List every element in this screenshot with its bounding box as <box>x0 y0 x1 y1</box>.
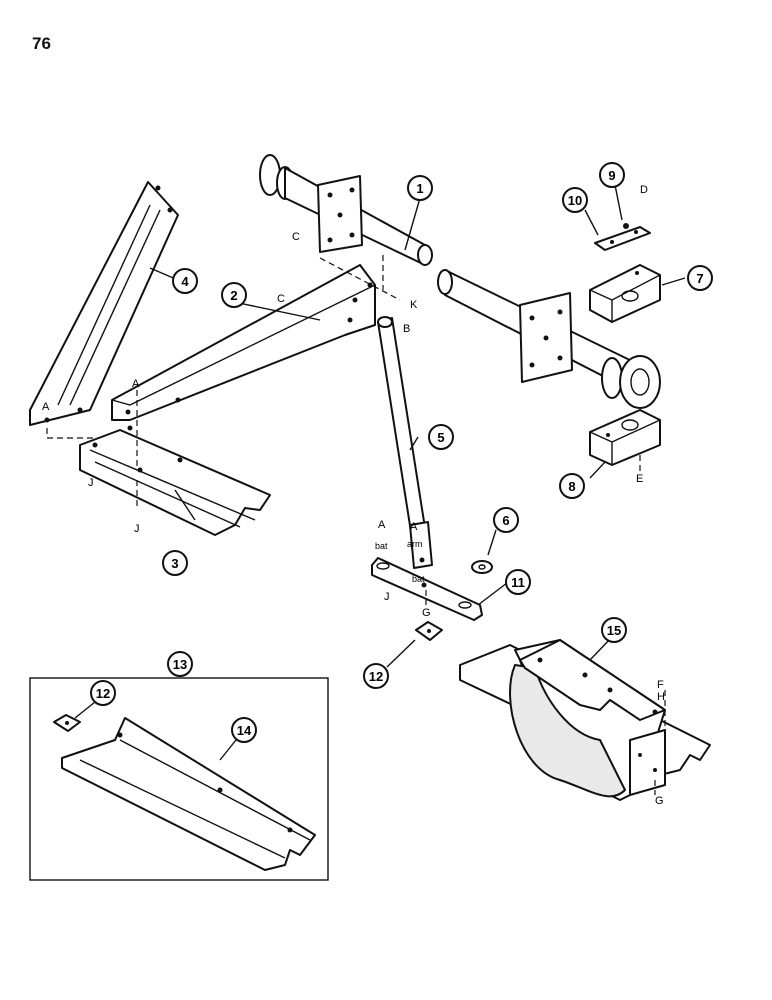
tension-rod-5 <box>377 316 433 569</box>
support-brace-4 <box>29 181 179 426</box>
callout-14: 14 <box>231 717 257 743</box>
callout-6: 6 <box>493 507 519 533</box>
callout-3: 3 <box>162 550 188 576</box>
bearing-block-7 <box>589 264 661 323</box>
svg-text:13: 13 <box>173 657 187 672</box>
letter-h: H <box>657 691 665 703</box>
letter-j-3: J <box>384 591 390 603</box>
svg-text:11: 11 <box>511 575 525 590</box>
letter-g-2: G <box>655 795 664 807</box>
leader-14 <box>219 739 237 761</box>
svg-text:8: 8 <box>568 479 575 494</box>
kit-box-13 <box>29 677 329 881</box>
svg-text:2: 2 <box>230 288 237 303</box>
svg-text:1: 1 <box>416 181 423 196</box>
label-bat-1: bat <box>375 541 388 551</box>
letter-g-1: G <box>422 607 431 619</box>
letter-a-3: A <box>378 519 386 531</box>
svg-text:10: 10 <box>568 193 582 208</box>
main-beam-2 <box>111 264 376 421</box>
letter-a-1: A <box>132 378 140 390</box>
svg-text:15: 15 <box>607 623 621 638</box>
bolt-9 <box>623 223 629 229</box>
svg-text:9: 9 <box>608 168 615 183</box>
svg-text:5: 5 <box>437 430 444 445</box>
letter-j-1: J <box>88 477 94 489</box>
washer-6 <box>471 560 493 574</box>
svg-text:7: 7 <box>696 271 703 286</box>
callout-9: 9 <box>599 162 625 188</box>
letter-b: B <box>403 323 410 335</box>
skid-channel-3 <box>79 425 271 536</box>
link-plate-11 <box>371 557 483 621</box>
letter-a-2: A <box>42 401 50 413</box>
callout-11: 11 <box>505 569 531 595</box>
letter-e: E <box>636 473 643 485</box>
callout-1: 1 <box>407 175 433 201</box>
axle-shaft-upper <box>259 154 433 266</box>
callout-4: 4 <box>172 268 198 294</box>
bearing-block-8 <box>589 409 661 466</box>
label-arm: arm <box>407 539 423 549</box>
channel-14 <box>61 717 316 871</box>
svg-text:4: 4 <box>181 274 189 289</box>
letter-f: F <box>657 679 664 691</box>
svg-text:12: 12 <box>96 686 110 701</box>
callout-8: 8 <box>559 473 585 499</box>
callout-12: 12 <box>363 663 389 689</box>
callout-7: 7 <box>687 265 713 291</box>
callout-15: 15 <box>601 617 627 643</box>
alignment-lines <box>46 255 666 795</box>
letter-d: D <box>640 184 648 196</box>
letter-k: K <box>410 299 418 311</box>
letter-c-1: C <box>292 231 300 243</box>
callout-5: 5 <box>428 424 454 450</box>
reference-letters: C C K B A A A A J J J D E G G F H bat ar… <box>42 184 665 807</box>
letter-c-2: C <box>277 293 285 305</box>
letter-j-2: J <box>134 523 140 535</box>
axle-shaft-lower <box>437 269 661 409</box>
leader-lines <box>149 184 686 668</box>
label-bat-2: bat <box>412 574 425 584</box>
svg-text:3: 3 <box>171 556 178 571</box>
letter-a-4: A <box>410 521 418 533</box>
svg-text:6: 6 <box>502 513 509 528</box>
page-number: 76 <box>32 34 51 53</box>
callout-12-kit: 12 <box>90 680 116 706</box>
svg-text:14: 14 <box>237 723 252 738</box>
small-plate-12 <box>415 621 443 641</box>
callout-2: 2 <box>221 282 247 308</box>
clamp-plate-10 <box>594 226 651 251</box>
svg-text:12: 12 <box>369 669 383 684</box>
skid-shoe-15 <box>459 639 711 801</box>
callout-10: 10 <box>562 187 588 213</box>
callout-13: 13 <box>167 651 193 677</box>
leader-12-kit <box>74 701 96 719</box>
